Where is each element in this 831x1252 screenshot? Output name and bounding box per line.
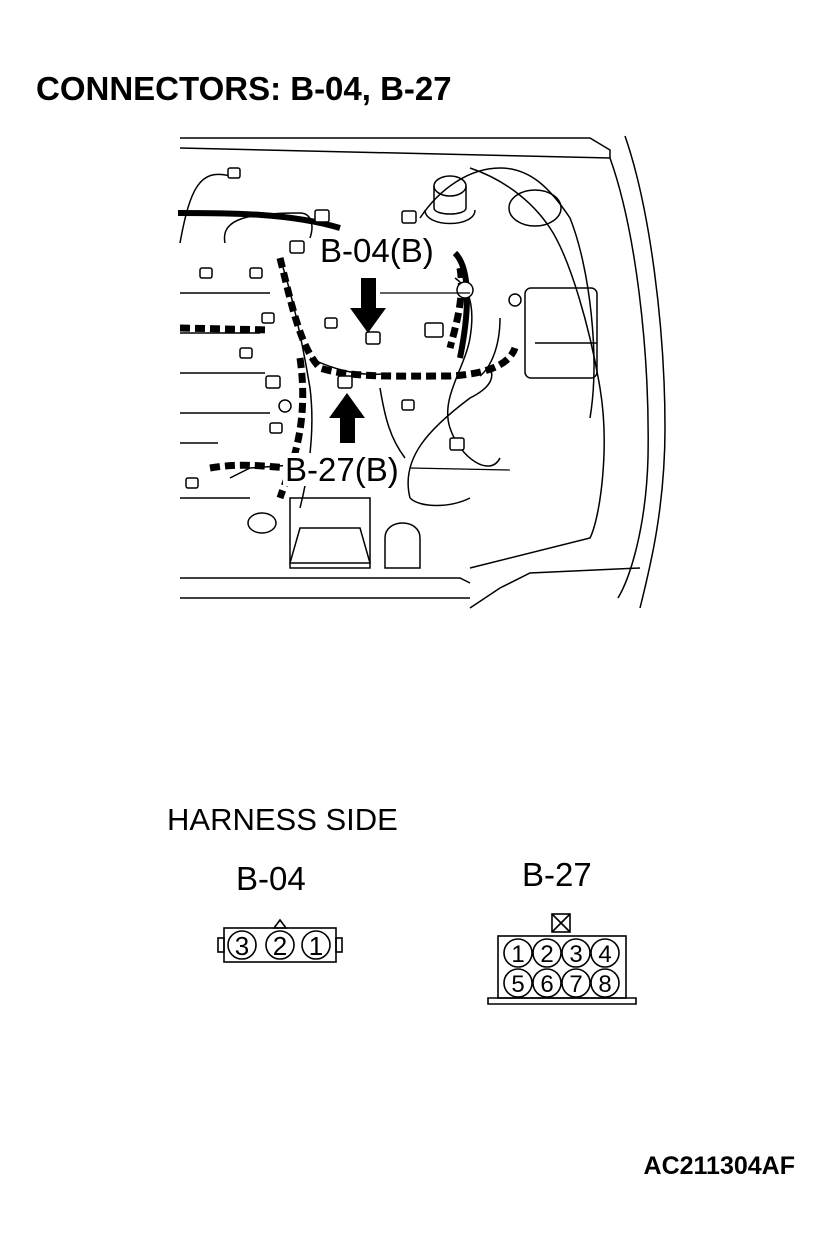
page-title: CONNECTORS: B-04, B-27 — [36, 70, 452, 107]
pin-4: 4 — [598, 941, 611, 968]
pin-1: 1 — [309, 931, 323, 961]
connector-b04-face: 3 2 1 — [217, 918, 343, 963]
pin-2: 2 — [273, 931, 287, 961]
pin-6: 6 — [540, 971, 553, 998]
pin-5: 5 — [511, 971, 524, 998]
callout-b27: B-27(B) — [283, 451, 401, 488]
pin-2: 2 — [540, 941, 553, 968]
pin-8: 8 — [598, 971, 611, 998]
engine-bay-illustration — [177, 135, 666, 609]
connector-b27-face: 1 2 3 4 5 6 7 8 — [487, 913, 637, 1005]
connector-b27-label: B-27 — [522, 856, 592, 893]
pin-3: 3 — [235, 931, 249, 961]
callout-b04: B-04(B) — [318, 232, 436, 269]
pin-1: 1 — [511, 941, 524, 968]
pin-7: 7 — [569, 971, 582, 998]
connector-b04-label: B-04 — [236, 860, 306, 897]
harness-side-heading: HARNESS SIDE — [167, 802, 398, 837]
pin-3: 3 — [569, 941, 582, 968]
figure-code: AC211304AF — [643, 1152, 795, 1180]
